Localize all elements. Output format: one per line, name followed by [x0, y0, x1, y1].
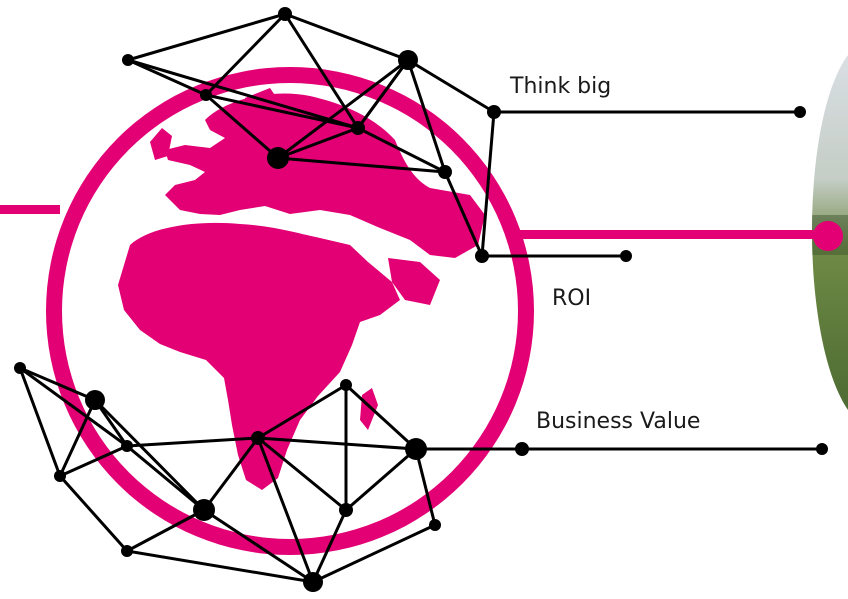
continent-africa	[118, 222, 400, 490]
magenta-band	[0, 205, 843, 251]
continent-europe-asia	[165, 93, 485, 258]
continent-arabia	[388, 258, 440, 305]
continent-madagascar	[360, 388, 378, 430]
globe-icon	[46, 67, 534, 555]
label-business-value: Business Value	[536, 409, 701, 434]
label-roi: ROI	[552, 286, 592, 311]
label-think-big: Think big	[510, 74, 612, 99]
network-nodes-bottom	[14, 362, 828, 592]
continent-uk	[150, 128, 172, 160]
network-nodes-top	[122, 7, 806, 263]
